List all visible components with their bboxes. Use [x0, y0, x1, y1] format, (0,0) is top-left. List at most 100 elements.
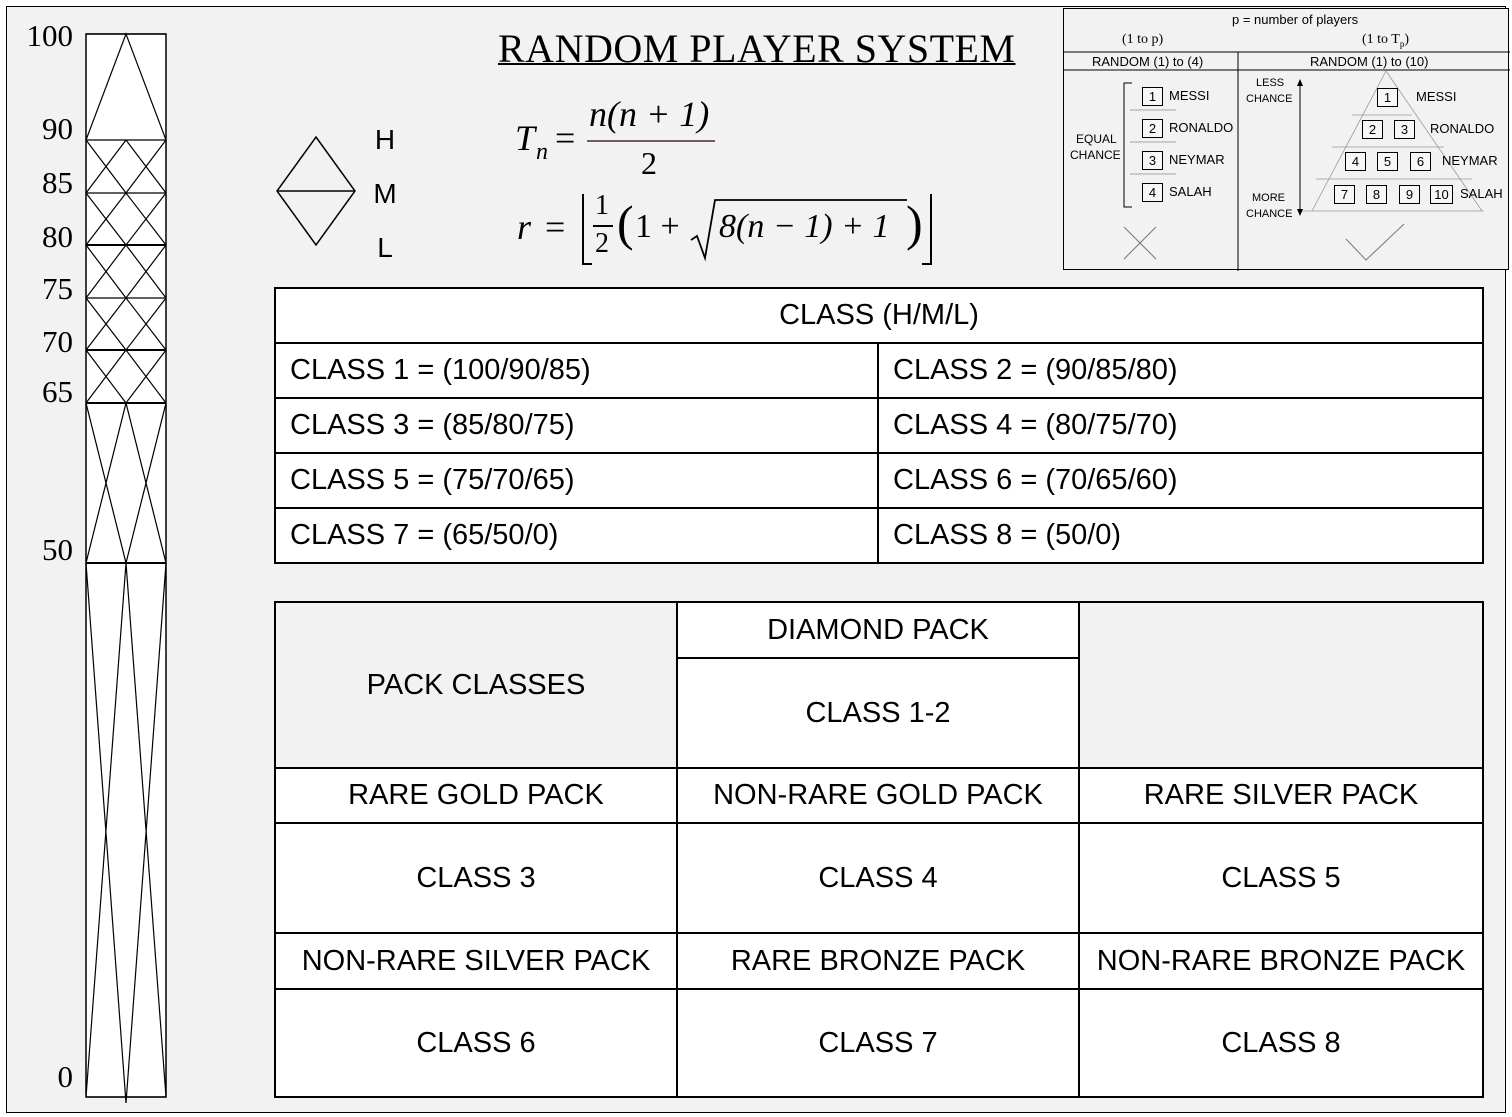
legend-right-range-close: ) — [1404, 32, 1410, 47]
scale-band-diagonal — [85, 562, 127, 1098]
scale-band-diagonal — [125, 349, 167, 404]
scale-band-diagonal — [125, 244, 167, 299]
legend-right-range-sub: p — [1399, 38, 1405, 49]
legend-right-range: (1 to Tp) — [1362, 32, 1409, 49]
row-index-formula: r = 1 2 ( 1 + 8(n − 1) + 1 ) — [513, 190, 943, 272]
legend-lines — [1064, 51, 1510, 271]
class-cell: CLASS 3 = (85/80/75) — [274, 397, 879, 454]
scale-band-diagonal — [125, 192, 167, 246]
table-row: CLASS (H/M/L) — [273, 287, 1485, 344]
pack-class-cell: CLASS 5 — [1078, 822, 1484, 934]
scale-band-diagonal — [85, 349, 127, 404]
player-number-box: 2 — [1142, 119, 1163, 138]
class-table-header: CLASS (H/M/L) — [273, 287, 1485, 344]
scale-band-diagonal — [85, 244, 127, 299]
more-chance-label-1: MORE — [1252, 192, 1285, 204]
player-name: NEYMAR — [1169, 152, 1225, 167]
formula-close-paren: ) — [906, 195, 923, 251]
table-row: CLASS 1-2 — [275, 657, 1483, 769]
formula-tn-fraction-bar — [587, 140, 715, 142]
table-row: CLASS 1 = (100/90/85) CLASS 2 = (90/85/8… — [274, 342, 1485, 399]
scale-label-85: 85 — [42, 165, 73, 200]
pack-name-cell: RARE GOLD PACK — [274, 767, 678, 824]
scale-band-diagonal — [125, 139, 167, 194]
pack-table: PACK CLASSES DIAMOND PACK CLASS 1-2 RARE… — [274, 601, 1484, 1098]
class-cell: CLASS 1 = (100/90/85) — [274, 342, 879, 399]
table-row: RARE GOLD PACK NON-RARE GOLD PACK RARE S… — [274, 767, 1484, 824]
class-cell: CLASS 4 = (80/75/70) — [876, 397, 1485, 454]
scale-label-50: 50 — [42, 532, 73, 567]
table-row: CLASS 3 = (85/80/75) CLASS 4 = (80/75/70… — [274, 397, 1485, 454]
rating-scale-bar — [85, 32, 167, 1104]
formula-tn-denominator: 2 — [641, 145, 657, 181]
pyramid-number-box: 7 — [1334, 185, 1355, 204]
player-name: SALAH — [1169, 184, 1212, 199]
scale-band-diagonal — [125, 562, 167, 1104]
empty-cell — [1078, 601, 1484, 769]
table-row: CLASS 7 = (65/50/0) CLASS 8 = (50/0) — [274, 507, 1485, 564]
pyramid-number-box: 9 — [1399, 185, 1420, 204]
scale-label-70: 70 — [42, 324, 73, 359]
scale-band-diagonal — [125, 402, 167, 564]
player-name: RONALDO — [1169, 120, 1234, 135]
scale-label-100: 100 — [26, 18, 74, 53]
equal-chance-label-2: CHANCE — [1070, 148, 1121, 162]
class-cell: CLASS 7 = (65/50/0) — [274, 507, 879, 564]
formula-tn-subscript: n — [536, 139, 548, 165]
scale-label-90: 90 — [42, 111, 73, 146]
scale-label-75: 75 — [42, 271, 73, 306]
class-cell: CLASS 6 = (70/65/60) — [876, 452, 1485, 509]
pack-class-cell: CLASS 3 — [274, 822, 678, 934]
pyramid-number-box: 4 — [1345, 152, 1366, 171]
triangular-number-formula: T n = n(n + 1) 2 — [515, 93, 735, 189]
legend-right-header: RANDOM (1) to (10) — [1310, 54, 1429, 69]
formula-r-equals: = — [545, 207, 566, 247]
pyramid-player-name: SALAH — [1460, 186, 1503, 201]
class-cell: CLASS 5 = (75/70/65) — [274, 452, 879, 509]
less-chance-label-1: LESS — [1256, 77, 1285, 89]
table-row: CLASS 6 CLASS 7 CLASS 8 — [274, 988, 1484, 1098]
pack-name-cell: RARE SILVER PACK — [1078, 767, 1484, 824]
table-row: CLASS 5 = (75/70/65) CLASS 6 = (70/65/60… — [274, 452, 1485, 509]
pyramid-number-box: 6 — [1410, 152, 1431, 171]
diamond-pack-label: DIAMOND PACK — [676, 601, 1080, 659]
pyramid-player-name: NEYMAR — [1442, 153, 1498, 168]
probability-legend-panel: p = number of players (1 to p) (1 to Tp)… — [1063, 8, 1510, 271]
pack-name-cell: NON-RARE GOLD PACK — [676, 767, 1080, 824]
pyramid-number-box: 2 — [1362, 120, 1383, 139]
hml-label-high: H — [374, 124, 396, 155]
pack-class-cell: CLASS 6 — [274, 988, 678, 1098]
scale-band-diagonal — [85, 192, 127, 246]
floor-bracket-left — [582, 194, 592, 265]
scale-label-80: 80 — [42, 219, 73, 254]
pack-name-cell: NON-RARE BRONZE PACK — [1078, 932, 1484, 990]
formula-r-lhs: r — [517, 207, 532, 247]
legend-top-caption: p = number of players — [1232, 12, 1359, 27]
hml-label-low: L — [377, 232, 393, 263]
formula-sqrt-content: 8(n − 1) + 1 — [719, 208, 890, 245]
scale-label-0: 0 — [57, 1059, 74, 1094]
floor-bracket-right — [922, 194, 932, 265]
pyramid-number-box: 3 — [1394, 120, 1415, 139]
pack-classes-header: PACK CLASSES — [274, 601, 678, 769]
formula-half-denominator: 2 — [595, 228, 609, 259]
formula-tn-lhs: T — [515, 118, 536, 158]
equal-chance-label-1: EQUAL — [1076, 132, 1117, 146]
formula-half-bar — [593, 225, 613, 227]
pack-name-cell: RARE BRONZE PACK — [676, 932, 1080, 990]
player-number-box: 3 — [1142, 151, 1163, 170]
hml-diamond-icon — [276, 135, 356, 247]
page-title: RANDOM PLAYER SYSTEM — [498, 26, 1016, 71]
pyramid-player-name: MESSI — [1416, 89, 1457, 104]
scale-band-diagonal — [85, 297, 127, 351]
pack-name-cell: NON-RARE SILVER PACK — [274, 932, 678, 990]
hml-label-mid: M — [373, 178, 397, 209]
less-chance-label-2: CHANCE — [1246, 93, 1293, 105]
formula-inner-term: 1 + — [635, 208, 689, 245]
formula-half-numerator: 1 — [595, 190, 609, 221]
diamond-pack-class: CLASS 1-2 — [676, 657, 1080, 769]
legend-left-range: (1 to p) — [1122, 32, 1164, 47]
legend-right-range-text: (1 to T — [1362, 32, 1400, 47]
scale-label-65: 65 — [42, 374, 73, 409]
player-number-box: 1 — [1142, 87, 1163, 106]
